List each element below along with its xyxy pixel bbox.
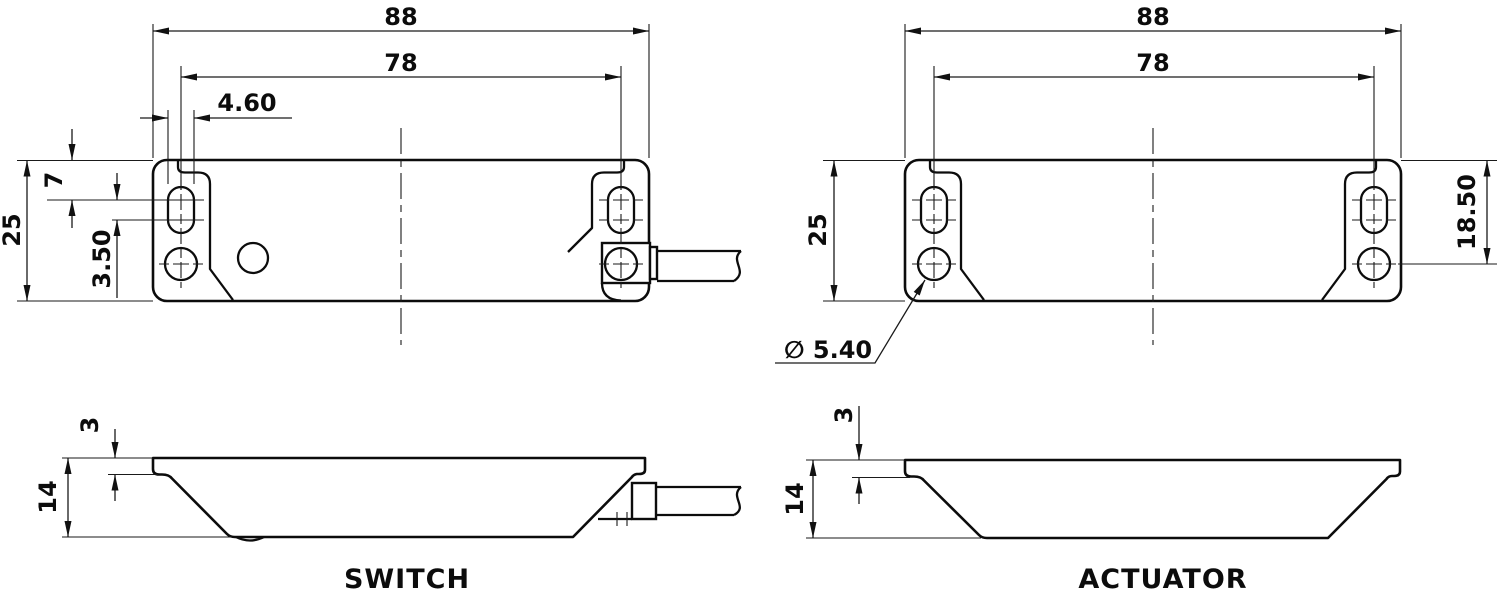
actuator-hole-centerlines: [933, 180, 1375, 288]
switch-hole-centerlines: [180, 180, 622, 288]
switch-top-dimensions: 88 78 4.60 25 7 3.50: [0, 3, 650, 302]
a-dia-leader: [775, 279, 926, 364]
actuator-side-profile: [903, 458, 1402, 540]
switch-dim-overall-height: 14: [34, 480, 62, 513]
actuator-dim-overall-depth: 25: [804, 213, 832, 246]
switch-dim-flange-thickness: 3: [76, 417, 104, 434]
switch-side-view: 3 14: [34, 417, 742, 542]
actuator-dim-overall-width: 88: [1136, 3, 1169, 31]
actuator-hole-crosshairs: [912, 199, 1396, 265]
actuator-side-ext: [806, 459, 981, 539]
switch-dim-hole-spacing: 78: [384, 49, 417, 77]
switch-bottom-bump: [235, 535, 265, 542]
switch-side-gland: [630, 481, 658, 521]
a-dim-25-ext: [823, 159, 905, 302]
switch-dim-slot-offset: 7: [40, 172, 68, 189]
a-dim-1850-ext: [1398, 159, 1497, 265]
actuator-dim-flange-thickness: 3: [830, 407, 858, 424]
switch-cable-collar: [648, 245, 659, 281]
switch-cable-lines: [657, 249, 741, 283]
dim-78-ext: [180, 66, 622, 190]
switch-ear-bottom-arc: [600, 282, 622, 302]
actuator-side-view: 3 14: [781, 406, 1402, 540]
a-dim-78-ext: [933, 66, 1375, 190]
dim-88-ext: [152, 24, 650, 158]
switch-dim-overall-depth: 25: [0, 213, 26, 246]
dim-460-ext: [167, 110, 195, 184]
switch-cable-break: [733, 250, 742, 282]
switch-slot-extension-lines: [47, 199, 204, 221]
switch-label: SWITCH: [344, 564, 470, 595]
switch-left-ear: [176, 161, 234, 301]
actuator-label: ACTUATOR: [1078, 564, 1247, 595]
switch-top-view: [47, 128, 742, 345]
switch-right-ear: [567, 161, 626, 253]
switch-side-cable-break: [733, 486, 742, 517]
a-dim-88-ext: [904, 24, 1402, 158]
actuator-dim-hole-diameter: ∅ 5.40: [784, 336, 872, 364]
switch-side-ext: [62, 457, 232, 538]
switch-led-window: [236, 241, 270, 275]
actuator-dim-hole-spacing: 78: [1136, 49, 1169, 77]
actuator-right-ear: [1321, 161, 1378, 301]
actuator-top-view: [903, 128, 1403, 345]
switch-side-profile: [151, 456, 647, 539]
actuator-dim-overall-height: 14: [781, 482, 809, 515]
dim-25-ext: [17, 159, 153, 302]
switch-dim-slot-width: 4.60: [217, 89, 276, 117]
switch-side-cable: [656, 485, 741, 517]
switch-dim-slot-pitch: 3.50: [88, 229, 116, 288]
switch-gland-ribs: [616, 512, 628, 526]
actuator-top-dimensions: 88 78 25 18.50 ∅ 5.40: [775, 3, 1497, 364]
actuator-dim-hole-offset: 18.50: [1453, 174, 1481, 250]
actuator-left-ear: [928, 161, 985, 301]
switch-dim-overall-width: 88: [384, 3, 417, 31]
